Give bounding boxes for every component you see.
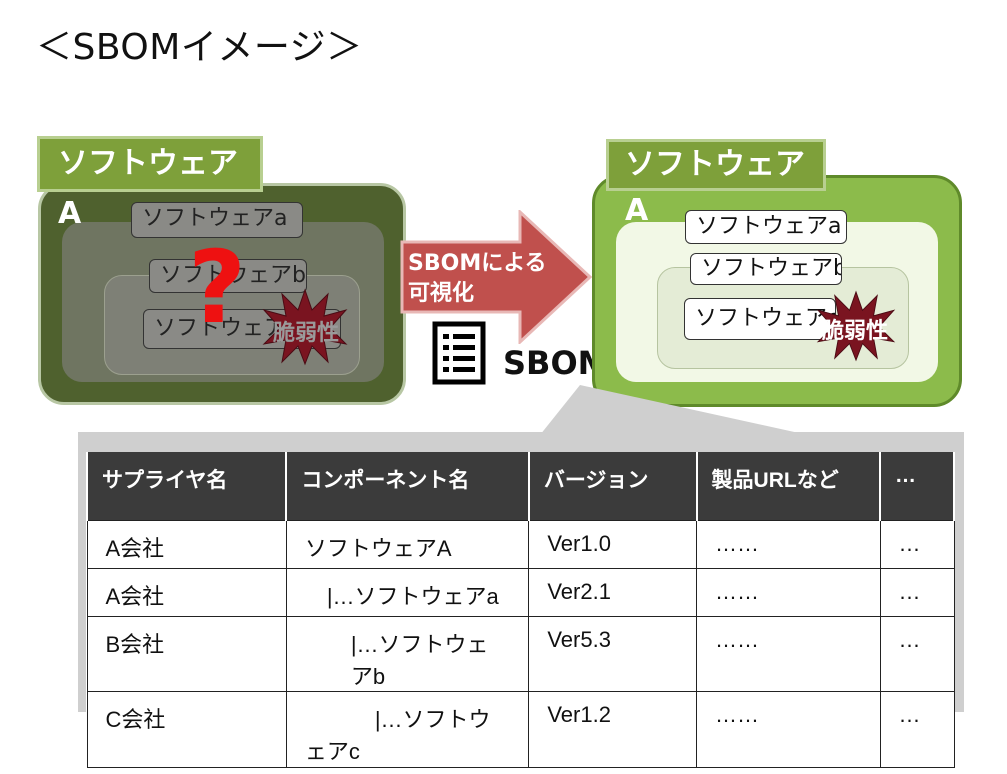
cell-supplier: B会社: [86, 615, 287, 692]
header-version: バージョン: [527, 452, 698, 520]
software-a-label-left: ソフトウェアA: [37, 136, 263, 231]
sbom-document-icon: [432, 321, 486, 385]
table-row: A会社 |…ソフトウェアa Ver2.1 …… …: [86, 567, 955, 617]
header-component: コンポーネント名: [285, 452, 530, 520]
cell-component: ソフトウェアA: [285, 519, 530, 569]
question-mark-icon: ?: [188, 229, 247, 346]
table-row: A会社 ソフトウェアA Ver1.0 …… …: [86, 519, 955, 569]
left-chip-software-a: ソフトウェアa: [131, 202, 303, 238]
cell-url: ……: [696, 690, 881, 768]
right-vulnerability-burst-icon: [816, 290, 896, 362]
header-more: …: [879, 452, 955, 520]
right-chip-software-b: ソフトウェアb: [690, 253, 842, 285]
page-title: ＜SBOMイメージ＞: [36, 27, 363, 68]
arrow-label-line1: SBOMによる: [408, 251, 547, 276]
arrow-label-line2: 可視化: [408, 281, 475, 306]
cell-supplier: C会社: [86, 690, 287, 768]
cell-version: Ver2.1: [528, 567, 698, 617]
left-vulnerability-label: 脆弱性: [273, 321, 340, 346]
right-chip-software-c: ソフトウェアc: [684, 298, 836, 340]
cell-more: …: [879, 519, 955, 569]
arrow-label: SBOMによる 可視化: [408, 249, 547, 309]
cell-component: |…ソフトウェアb: [285, 615, 530, 692]
table-header-row: サプライヤ名 コンポーネント名 バージョン 製品URLなど …: [85, 452, 955, 520]
cell-supplier: A会社: [86, 567, 287, 617]
cell-component: |…ソフトウェアa: [285, 567, 530, 617]
cell-more: …: [879, 615, 955, 692]
visualization-arrow-icon: [400, 210, 593, 344]
cell-version: Ver1.0: [528, 519, 698, 569]
cell-url: ……: [696, 519, 881, 569]
right-chip-software-a: ソフトウェアa: [685, 210, 847, 244]
cell-url: ……: [696, 567, 881, 617]
cell-more: …: [879, 567, 955, 617]
software-a-label-right: ソフトウェアA: [606, 139, 826, 228]
cell-version: Ver5.3: [528, 615, 698, 692]
left-chip-software-b: ソフトウェアb: [149, 259, 307, 293]
right-vulnerability-label: 脆弱性: [822, 319, 889, 344]
header-product-url: 製品URLなど: [695, 452, 882, 520]
cell-more: …: [879, 690, 955, 768]
header-supplier: サプライヤ名: [85, 452, 288, 520]
sbom-table: サプライヤ名 コンポーネント名 バージョン 製品URLなど … A会社 ソフトウ…: [85, 452, 955, 768]
cell-url: ……: [696, 615, 881, 692]
cell-supplier: A会社: [86, 519, 287, 569]
cell-component: |…ソフトウェアc: [285, 690, 530, 768]
table-row: C会社 |…ソフトウェアc Ver1.2 …… …: [86, 690, 955, 768]
sbom-label: SBOM: [503, 344, 610, 382]
callout-pointer: [540, 385, 808, 435]
table-row: B会社 |…ソフトウェアb Ver5.3 …… …: [86, 615, 955, 692]
cell-version: Ver1.2: [528, 690, 698, 768]
left-vulnerability-burst-icon: [262, 288, 348, 366]
